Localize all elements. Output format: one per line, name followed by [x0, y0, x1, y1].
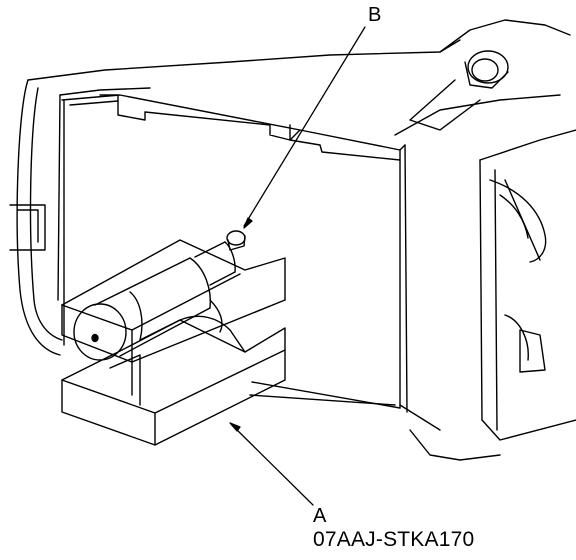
callout-label-a: A [313, 505, 327, 527]
cylinder-component[interactable] [73, 241, 236, 361]
callout-leaders [229, 26, 366, 506]
leader-line-b [243, 26, 366, 227]
callout-label-b: B [368, 4, 382, 26]
unit-housing [9, 19, 576, 461]
arrowhead-b [243, 217, 253, 229]
frame-opening [61, 94, 408, 413]
leader-line-a [231, 424, 314, 506]
tool-block[interactable] [61, 239, 286, 446]
connector-housing [409, 50, 509, 131]
arrowhead-a [229, 422, 241, 432]
fitting-b[interactable] [226, 230, 246, 251]
part-number-label: 07AAJ-STKA170 [313, 528, 475, 551]
